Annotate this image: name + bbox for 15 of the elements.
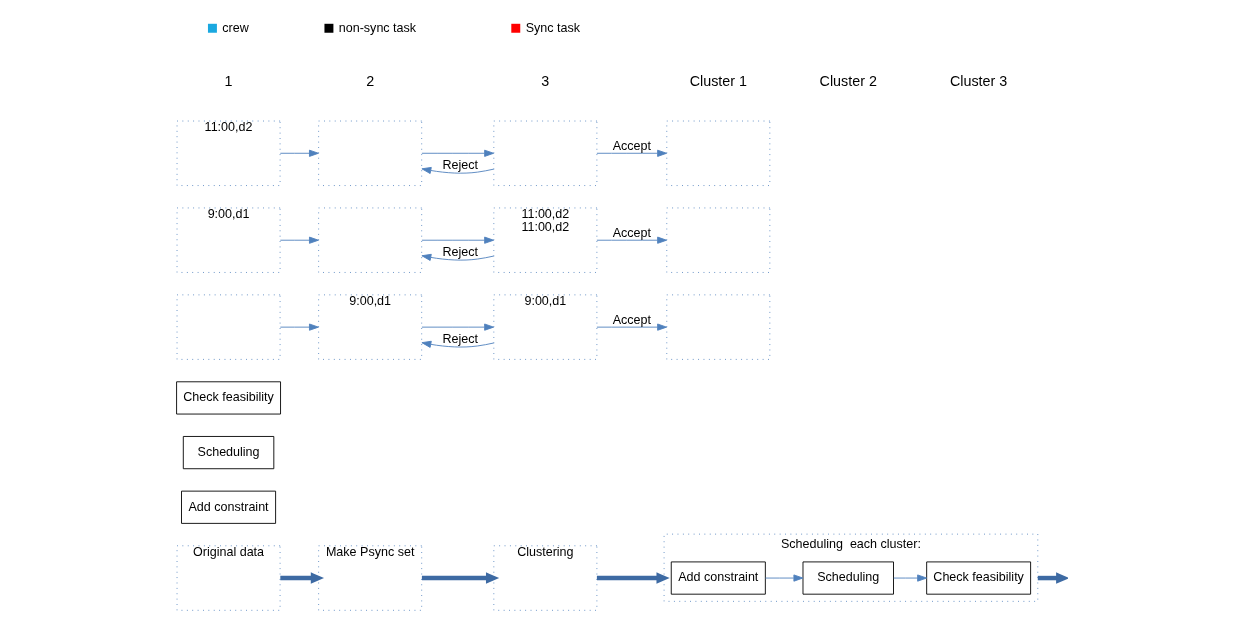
edge-label: Accept <box>612 312 651 327</box>
edge-label: Reject <box>442 331 478 346</box>
label: 1 <box>224 72 233 89</box>
label: 3 <box>541 72 550 89</box>
edge-label: Reject <box>442 157 478 172</box>
legend-label: crew <box>222 20 249 35</box>
edge-label: Accept <box>612 138 651 153</box>
edge-label: Reject <box>442 244 478 259</box>
legend-label: Sync task <box>525 20 580 35</box>
label: Cluster 2 <box>819 72 877 89</box>
label: Cluster 1 <box>689 72 747 89</box>
label: Cluster 3 <box>949 72 1008 89</box>
edge-label: Accept <box>612 225 651 240</box>
label: 2 <box>366 72 375 89</box>
legend-label: non-sync task <box>338 20 417 35</box>
